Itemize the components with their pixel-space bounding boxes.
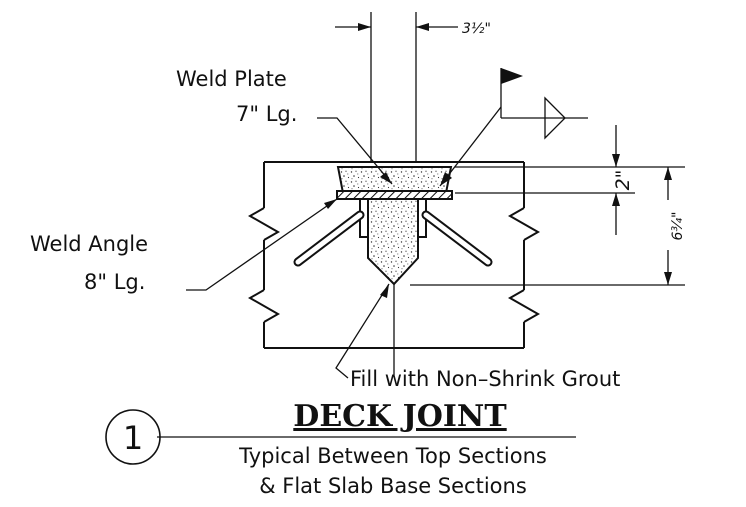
weld-plate-callout: Weld Plate 7" Lg. — [176, 67, 393, 185]
title-block: 1 DECK JOINT Typical Between Top Section… — [105, 399, 576, 498]
detail-subtitle-2: & Flat Slab Base Sections — [259, 474, 527, 498]
detail-number: 1 — [123, 419, 143, 457]
grout-pocket — [336, 166, 453, 200]
weld-plate — [336, 190, 453, 200]
fill-note-label: Fill with Non–Shrink Grout — [350, 367, 620, 391]
slab-outline — [247, 161, 541, 349]
weld-plate-label-1: Weld Plate — [176, 67, 287, 91]
anchor-bars — [293, 210, 493, 267]
dim-634-label: 6¾" — [670, 212, 686, 241]
grout-key — [359, 198, 427, 286]
weld-plate-label-2: 7" Lg. — [236, 102, 297, 126]
dim-top-label: 3½" — [462, 21, 491, 37]
field-weld-flag-icon — [501, 68, 523, 84]
right-dimensions: 2" 6¾" — [410, 125, 686, 286]
dim-2-label: 2" — [612, 170, 634, 191]
top-dimension: 3½" — [335, 12, 491, 162]
weld-symbol — [439, 68, 588, 187]
weld-angle-label-1: Weld Angle — [30, 232, 148, 256]
weld-angle-callout: Weld Angle 8" Lg. — [30, 198, 338, 294]
detail-title: DECK JOINT — [293, 399, 507, 434]
detail-subtitle-1: Typical Between Top Sections — [238, 444, 547, 468]
fillet-weld-symbol-icon — [544, 96, 566, 140]
fill-callout: Fill with Non–Shrink Grout — [335, 283, 620, 391]
weld-angle-label-2: 8" Lg. — [84, 270, 145, 294]
